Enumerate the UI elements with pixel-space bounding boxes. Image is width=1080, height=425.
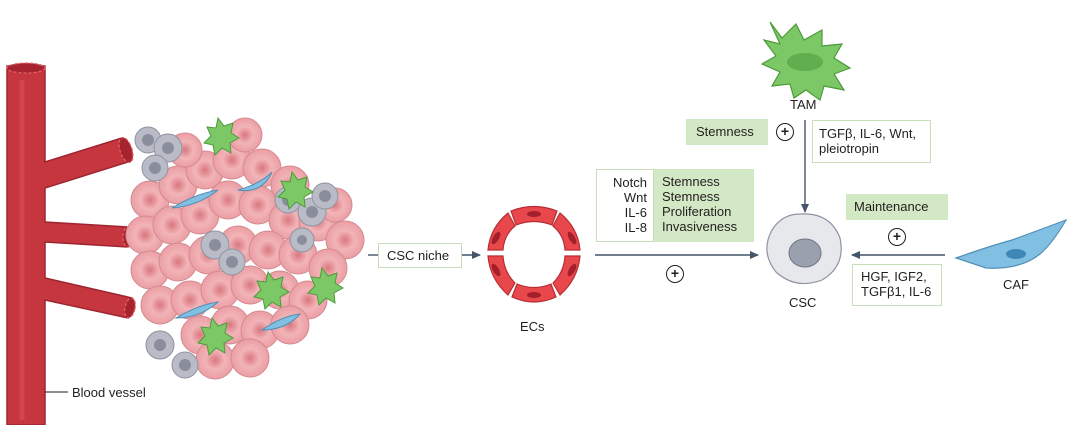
ec-factor: Wnt: [623, 190, 647, 205]
tam-effect: Stemness: [696, 124, 754, 139]
ec-factor: Notch: [613, 175, 647, 190]
tam-factor: pleiotropin: [819, 141, 879, 156]
caf-effect: Maintenance: [854, 199, 929, 214]
tam-label: TAM: [790, 97, 817, 112]
caf-label: CAF: [1003, 277, 1029, 292]
csc-niche-label: CSC niche: [387, 248, 450, 263]
plus-icon-ecs: +: [666, 265, 684, 283]
ec-effect: Stemness: [662, 174, 720, 189]
caf-cell: [954, 218, 1068, 269]
blood-vessel-label: Blood vessel: [72, 385, 146, 400]
blood-vessel: [6, 62, 136, 425]
ec-effects-box: Stemness Stemness Proliferation Invasive…: [654, 169, 754, 242]
ec-factor: IL-6: [624, 205, 647, 220]
tam-cell: [760, 21, 852, 101]
tumor-cells: [125, 117, 365, 380]
tam-factors-box: TGFβ, IL-6, Wnt, pleiotropin: [812, 120, 931, 163]
tam-factor: TGFβ, IL-6, Wnt,: [819, 126, 917, 141]
ec-effect: Stemness: [662, 189, 720, 204]
macrophages-in-tumor: [197, 116, 344, 357]
plus-icon-tam: +: [776, 123, 794, 141]
csc-cell: [766, 213, 842, 285]
ec-factor: IL-8: [624, 220, 647, 235]
ecs-label: ECs: [520, 319, 545, 334]
caf-effect-box: Maintenance: [846, 194, 948, 220]
ec-effect: Invasiveness: [662, 219, 738, 234]
ec-effect: Proliferation: [662, 204, 732, 219]
endothelial-cell-ring: [487, 205, 581, 303]
csc-niche-box: CSC niche: [378, 243, 462, 268]
caf-factors-box: HGF, IGF2, TGFβ1, IL-6: [852, 264, 942, 306]
tam-effect-box: Stemness: [686, 119, 768, 145]
ec-factors-box: Notch Wnt IL-6 IL-8: [596, 169, 654, 242]
tumor-cluster: [125, 116, 365, 380]
caf-factor: TGFβ1, IL-6: [861, 284, 932, 299]
caf-factor: HGF, IGF2,: [861, 269, 927, 284]
fibroblasts-in-tumor: [171, 171, 302, 331]
csc-label: CSC: [789, 295, 817, 310]
plus-icon-caf: +: [888, 228, 906, 246]
endothelial-nuclei: [491, 211, 577, 298]
